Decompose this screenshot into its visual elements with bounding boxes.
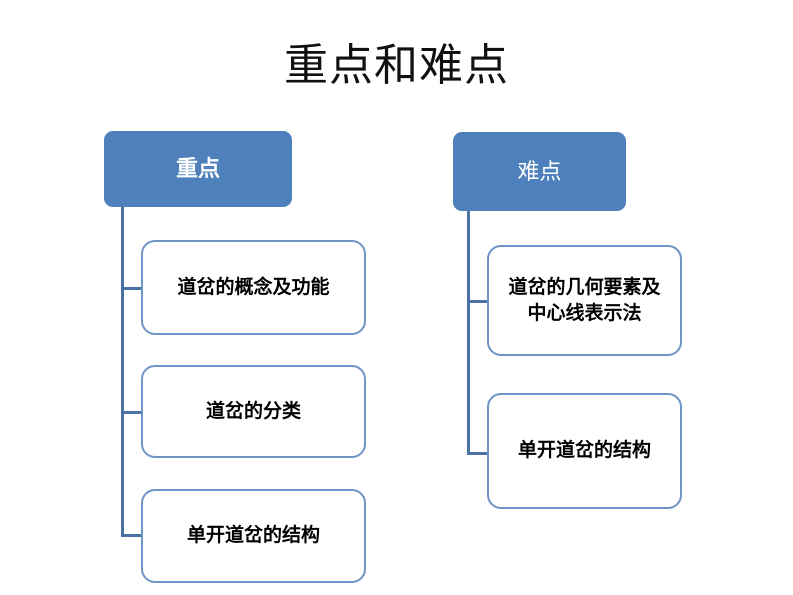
- connector-stem-left: [121, 206, 124, 537]
- connector-stub-left-1: [121, 287, 142, 290]
- branch-child-key-points-2[interactable]: 道岔的分类: [141, 365, 366, 458]
- branch-child-difficult-points-2[interactable]: 单开道岔的结构: [487, 393, 682, 509]
- branch-child-key-points-1[interactable]: 道岔的概念及功能: [141, 240, 366, 335]
- connector-stub-right-2: [467, 452, 488, 455]
- branch-child-key-points-3[interactable]: 单开道岔的结构: [141, 489, 366, 583]
- branch-header-key-points[interactable]: 重点: [104, 131, 292, 207]
- connector-stub-left-2: [121, 411, 142, 414]
- connector-stub-right-1: [467, 300, 488, 303]
- connector-stub-left-3: [121, 534, 142, 537]
- page-title: 重点和难点: [284, 41, 509, 90]
- connector-stem-right: [467, 211, 470, 455]
- branch-child-difficult-points-1[interactable]: 道岔的几何要素及 中心线表示法: [487, 245, 682, 356]
- branch-header-difficult-points[interactable]: 难点: [453, 132, 626, 211]
